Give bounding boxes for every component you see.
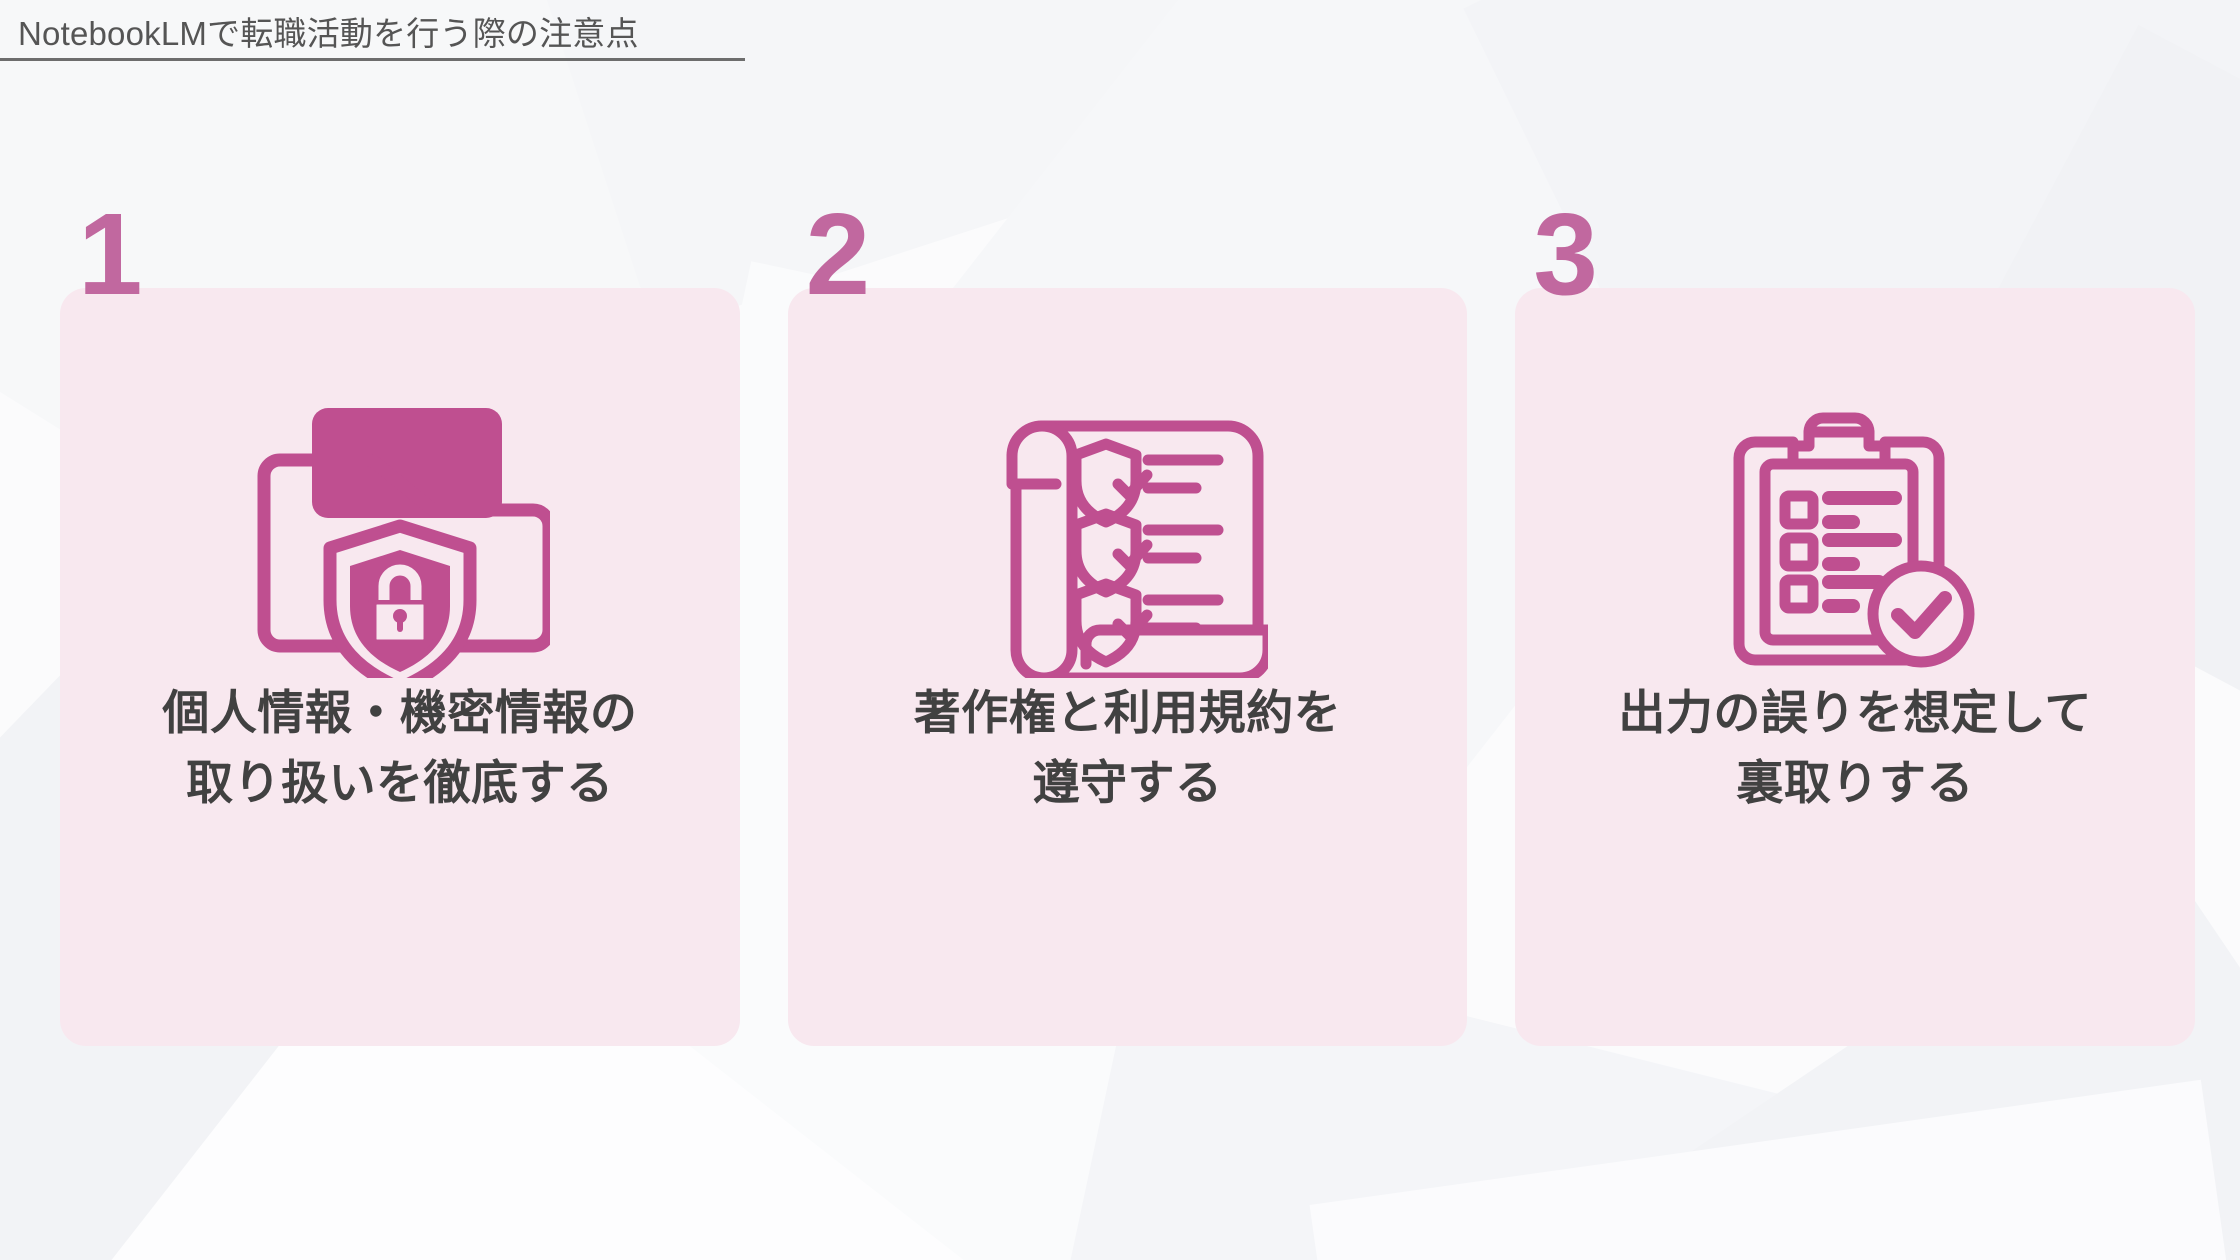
clipboard-check-icon bbox=[1515, 388, 2195, 688]
card-label-line-2: 取り扱いを徹底する bbox=[186, 756, 614, 809]
card-label-line-1: 出力の誤りを想定して bbox=[1618, 686, 2092, 739]
folder-shield-lock-icon bbox=[60, 388, 740, 688]
scroll-shield-checklist-icon bbox=[788, 388, 1468, 688]
card-item[interactable]: 2 bbox=[787, 196, 1468, 1046]
card-label: 個人情報・機密情報の 取り扱いを徹底する bbox=[60, 678, 740, 818]
card-number: 2 bbox=[805, 189, 871, 319]
card-label: 著作権と利用規約を 遵守する bbox=[788, 678, 1468, 818]
page-title: NotebookLMで転職活動を行う際の注意点 bbox=[18, 15, 639, 52]
card-number: 1 bbox=[78, 189, 143, 319]
card-label-line-1: 著作権と利用規約を bbox=[913, 686, 1342, 739]
card-label-line-2: 裏取りする bbox=[1736, 756, 1974, 809]
card-label-line-2: 遵守する bbox=[1032, 756, 1223, 809]
card-item[interactable]: 3 bbox=[1515, 196, 2196, 1046]
card-label-line-1: 個人情報・機密情報の bbox=[162, 686, 638, 739]
card-row: 1 bbox=[60, 196, 2196, 1046]
card-label: 出力の誤りを想定して 裏取りする bbox=[1515, 678, 2195, 818]
card-item[interactable]: 1 bbox=[60, 196, 740, 1046]
slide-title-underline: NotebookLMで転職活動を行う際の注意点 bbox=[0, 14, 745, 61]
card-number: 3 bbox=[1533, 189, 1598, 319]
